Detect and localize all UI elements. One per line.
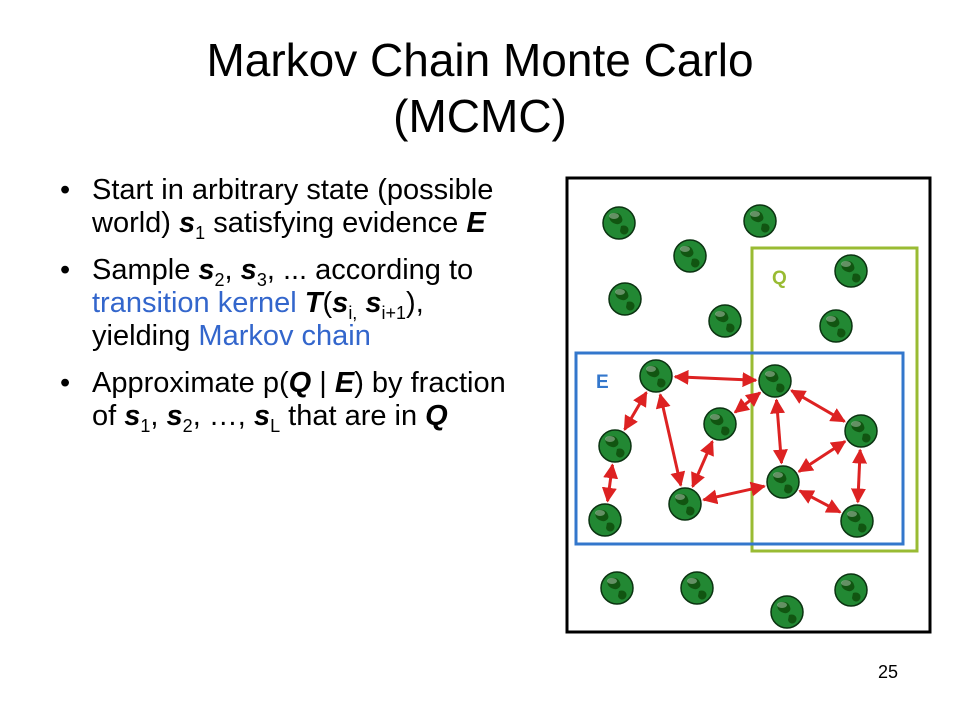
var-s: s	[166, 400, 183, 432]
var-s: s	[240, 254, 257, 286]
title-line-2: (MCMC)	[393, 90, 567, 142]
text-run: ,	[224, 254, 241, 286]
bullet-marker: •	[60, 367, 71, 399]
bullet-text: Sample s2, s3, ... according to transiti…	[92, 254, 473, 352]
globe-icon	[668, 487, 702, 521]
text-run	[297, 287, 305, 319]
transition-arrow	[733, 391, 762, 414]
text-run: Approximate p(	[92, 367, 289, 399]
text-run: ) by fraction of	[92, 367, 506, 432]
bullet-marker: •	[60, 174, 71, 206]
globe-icon	[840, 504, 874, 538]
subscript: 2	[182, 415, 193, 436]
var-s: s	[253, 400, 271, 432]
var-Q: Q	[425, 400, 448, 432]
subscript: i+1	[381, 302, 407, 323]
globe-icon	[680, 571, 714, 605]
page-number: 25	[878, 662, 899, 682]
globe-icon	[758, 364, 792, 398]
query-region	[750, 246, 919, 553]
globe-icon	[844, 414, 878, 448]
evidence-region	[574, 351, 905, 546]
text-run: |	[311, 367, 335, 399]
text-run: (	[322, 287, 333, 319]
text-run: satisfying evidence	[205, 207, 467, 239]
transition-arrow	[798, 489, 842, 514]
transition-arrow	[691, 440, 714, 488]
globe-icon	[600, 571, 634, 605]
globe-icon	[834, 573, 868, 607]
var-E: E	[466, 207, 486, 239]
text-run: ), yielding	[92, 287, 424, 352]
bullet-list: • Start in arbitrary state (possible wor…	[60, 174, 510, 447]
transition-arrows	[601, 369, 868, 514]
globe-icon	[819, 309, 853, 343]
bullet-text: Approximate p(Q | E) by fraction of s1, …	[92, 367, 506, 435]
world-states	[588, 204, 878, 629]
globe-icon	[708, 304, 742, 338]
globe-icon	[703, 407, 737, 441]
label-Q: Q	[772, 268, 787, 289]
highlight-term: Markov chain	[198, 320, 371, 352]
transition-arrow	[850, 448, 868, 504]
globe-icon	[673, 239, 707, 273]
text-run: Start in arbitrary state (possible world…	[92, 174, 494, 239]
text-run: Sample	[92, 254, 199, 286]
var-s: s	[332, 287, 349, 319]
label-E: E	[596, 372, 609, 393]
transition-arrow	[797, 440, 847, 473]
text-run: , …,	[192, 400, 254, 432]
globe-icon	[608, 282, 642, 316]
title-line-1: Markov Chain Monte Carlo	[206, 34, 754, 86]
globe-icon	[588, 503, 622, 537]
bullet-item: • Sample s2, s3, ... according to transi…	[60, 254, 510, 353]
text-run: , ... according to	[266, 254, 474, 286]
subscript: 2	[214, 269, 225, 290]
bullet-marker: •	[60, 254, 71, 286]
sample-space-frame	[565, 176, 932, 634]
var-Q: Q	[288, 367, 312, 399]
globe-icon	[743, 204, 777, 238]
highlight-term: transition kernel	[92, 287, 297, 319]
slide-title: Markov Chain Monte Carlo (MCMC)	[0, 32, 960, 144]
var-s: s	[124, 400, 141, 432]
var-s: s	[179, 207, 196, 239]
transition-arrow	[770, 398, 788, 465]
bullet-item: • Approximate p(Q | E) by fraction of s1…	[60, 367, 510, 435]
subscript: L	[270, 415, 281, 436]
transition-arrow	[702, 481, 766, 505]
subscript: 1	[140, 415, 151, 436]
text-run: that are in	[280, 400, 426, 432]
transition-arrow	[601, 463, 619, 503]
globe-icon	[834, 254, 868, 288]
var-s: s	[365, 287, 382, 319]
transition-arrow	[673, 369, 758, 388]
transition-arrow	[790, 389, 846, 423]
globe-icon	[766, 465, 800, 499]
mcmc-diagram: Q E	[565, 176, 932, 634]
globe-icon	[602, 206, 636, 240]
var-E: E	[334, 367, 355, 399]
globe-icon	[598, 429, 632, 463]
transition-arrow	[655, 393, 686, 487]
subscript: 3	[256, 269, 267, 290]
globe-icon	[639, 359, 673, 393]
transition-arrow	[623, 391, 648, 431]
bullet-text: Start in arbitrary state (possible world…	[92, 174, 494, 242]
globe-icon	[770, 595, 804, 629]
subscript: 1	[195, 222, 206, 243]
bullet-item: • Start in arbitrary state (possible wor…	[60, 174, 510, 242]
text-run: ,	[150, 400, 167, 432]
subscript: i,	[348, 302, 358, 323]
var-T: T	[304, 287, 323, 319]
var-s: s	[198, 254, 215, 286]
